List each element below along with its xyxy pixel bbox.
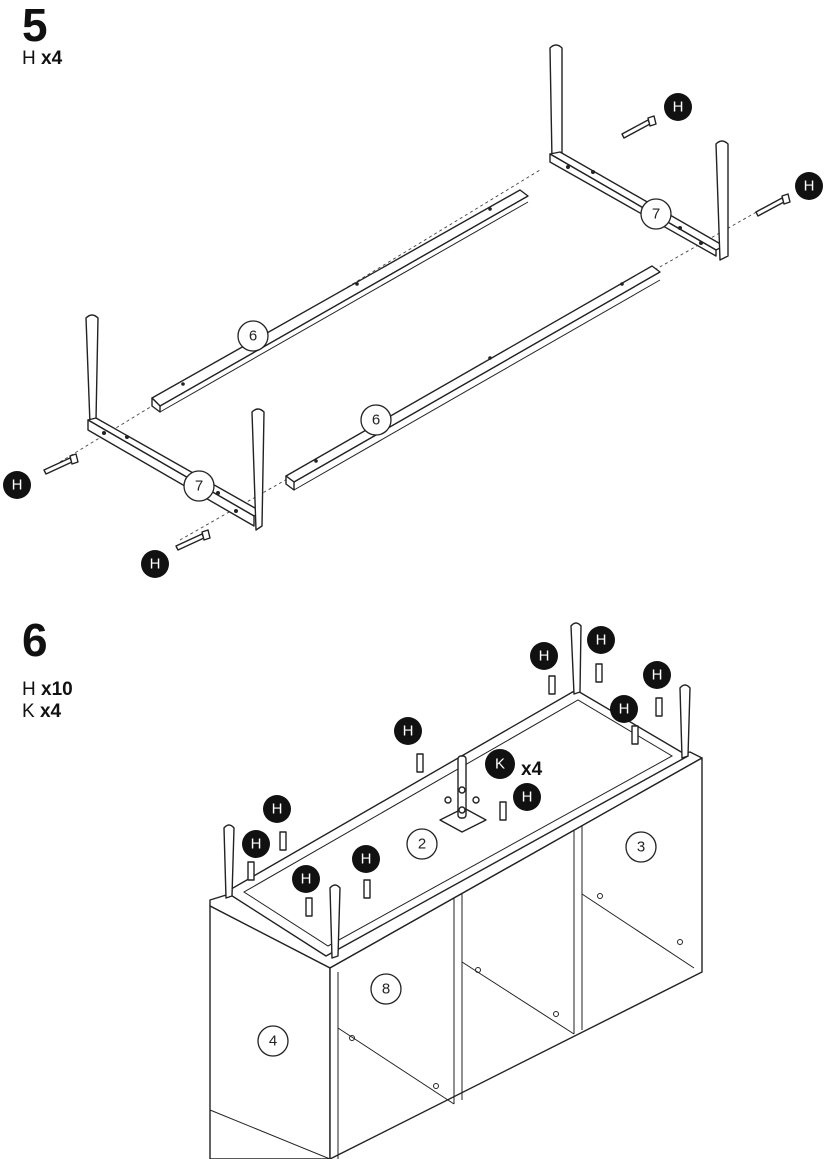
svg-text:K: K bbox=[495, 756, 505, 773]
part-label-top: 2 bbox=[406, 828, 438, 860]
part-letter: H bbox=[22, 48, 36, 69]
part-qty: x4 bbox=[39, 701, 62, 722]
rail-upper bbox=[151, 189, 529, 413]
part-line: K x4 bbox=[22, 701, 73, 723]
mounting-plate-icon bbox=[439, 755, 487, 833]
screw-icon bbox=[363, 879, 371, 899]
screw-icon bbox=[595, 663, 603, 683]
svg-text:6: 6 bbox=[372, 412, 380, 429]
badge-h: H bbox=[530, 642, 558, 670]
badge-h: H bbox=[587, 626, 615, 654]
part-label-side-left: 4 bbox=[257, 1025, 289, 1057]
screw-icon bbox=[416, 753, 424, 773]
svg-text:6: 6 bbox=[249, 328, 257, 345]
screw-icon bbox=[548, 675, 556, 695]
svg-text:H: H bbox=[12, 477, 23, 494]
step-6-illustration: 2 3 8 4 H H H H H H H H H H K x4 bbox=[209, 622, 703, 1159]
part-label-rail-lower: 6 bbox=[360, 404, 392, 436]
svg-text:H: H bbox=[403, 723, 414, 740]
svg-text:H: H bbox=[619, 701, 630, 718]
svg-text:H: H bbox=[361, 851, 372, 868]
screw-icon bbox=[631, 725, 639, 745]
screw-icon bbox=[621, 115, 657, 139]
badge-h: H bbox=[292, 865, 320, 893]
svg-text:H: H bbox=[804, 178, 815, 195]
svg-text:H: H bbox=[596, 632, 607, 649]
part-label-rail-upper: 6 bbox=[237, 320, 269, 352]
screw-icon bbox=[655, 697, 663, 717]
badge-h: H bbox=[795, 172, 823, 200]
screw-icon bbox=[247, 861, 255, 881]
svg-text:7: 7 bbox=[652, 206, 660, 223]
part-line: H x10 bbox=[22, 679, 73, 701]
svg-text:H: H bbox=[251, 836, 262, 853]
part-letter: K bbox=[22, 701, 35, 722]
step-6-number: 6 bbox=[22, 614, 48, 666]
badge-h: H bbox=[352, 845, 380, 873]
badge-h: H bbox=[263, 795, 291, 823]
part-label-leg-left: 7 bbox=[183, 470, 215, 502]
badge-h: H bbox=[394, 717, 422, 745]
svg-text:H: H bbox=[522, 789, 533, 806]
svg-text:7: 7 bbox=[195, 478, 203, 495]
svg-text:H: H bbox=[539, 648, 550, 665]
screw-icon bbox=[305, 897, 313, 917]
svg-text:8: 8 bbox=[382, 981, 390, 998]
screw-icon bbox=[755, 193, 791, 217]
part-label-leg-right: 7 bbox=[640, 198, 672, 230]
step-5-number: 5 bbox=[22, 0, 48, 51]
leg-frame-left bbox=[85, 314, 265, 531]
screw-icon bbox=[279, 831, 287, 851]
badge-k-qty: x4 bbox=[521, 759, 543, 780]
svg-text:H: H bbox=[652, 667, 663, 684]
screw-icon bbox=[175, 529, 211, 551]
part-letter: H bbox=[22, 679, 36, 700]
svg-text:H: H bbox=[301, 871, 312, 888]
svg-text:4: 4 bbox=[269, 1033, 277, 1050]
step-5-illustration: 6 6 7 7 H H H H bbox=[3, 44, 823, 578]
step-5-parts: H x4 bbox=[22, 48, 62, 70]
part-qty: x4 bbox=[41, 48, 63, 69]
badge-h: H bbox=[664, 93, 692, 121]
svg-text:H: H bbox=[673, 99, 684, 116]
badge-h: H bbox=[513, 783, 541, 811]
svg-text:2: 2 bbox=[418, 836, 426, 853]
badge-h: H bbox=[643, 661, 671, 689]
badge-h: H bbox=[3, 471, 31, 499]
svg-text:H: H bbox=[150, 556, 161, 573]
badge-h: H bbox=[141, 550, 169, 578]
part-label-divider: 8 bbox=[370, 973, 402, 1005]
step-6-parts: H x10 K x4 bbox=[22, 679, 73, 723]
part-label-side-right: 3 bbox=[625, 831, 657, 863]
screw-icon bbox=[43, 453, 79, 475]
badge-h: H bbox=[242, 830, 270, 858]
badge-h: H bbox=[610, 695, 638, 723]
part-qty: x10 bbox=[41, 679, 73, 700]
leg-frame-right bbox=[549, 44, 729, 261]
alignment-line bbox=[59, 169, 541, 463]
svg-text:3: 3 bbox=[637, 839, 645, 856]
screw-icon bbox=[499, 801, 507, 821]
badge-k: K bbox=[485, 749, 515, 779]
svg-text:H: H bbox=[272, 801, 283, 818]
